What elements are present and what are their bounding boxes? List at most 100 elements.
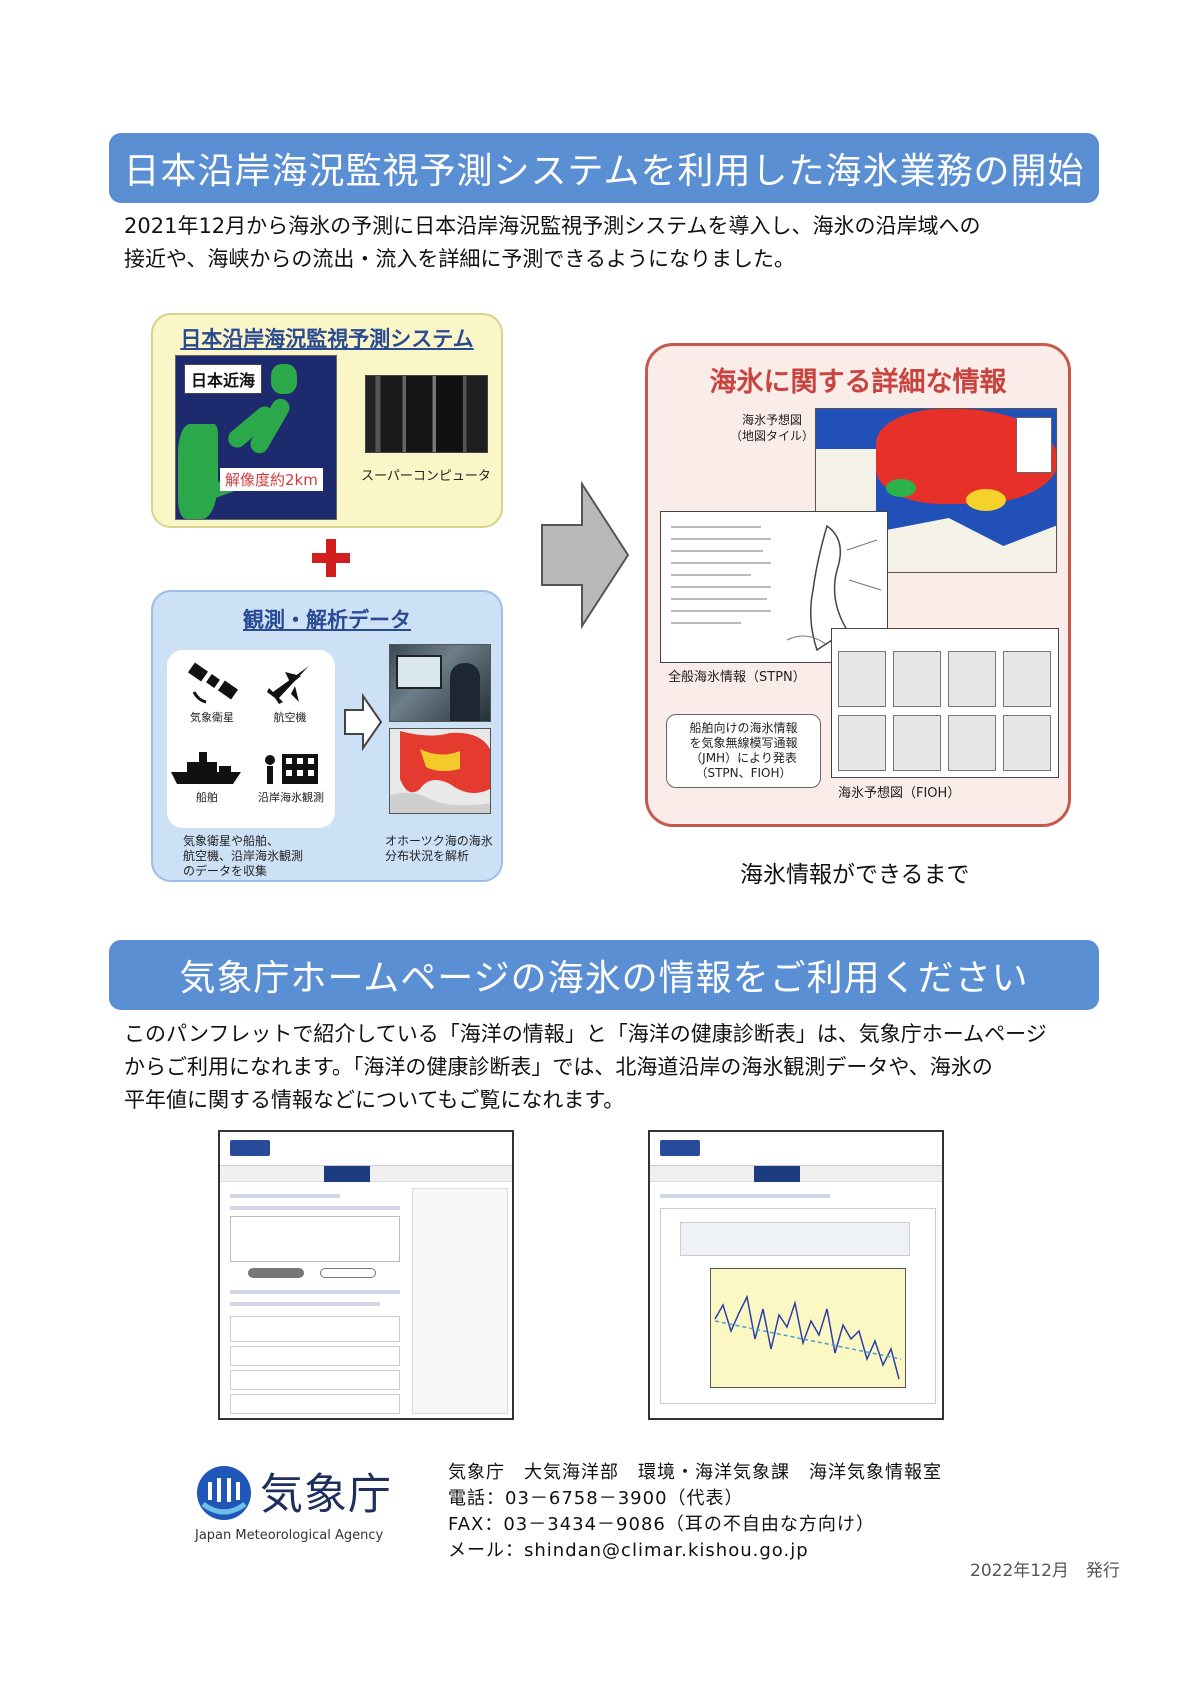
ship-label: 船舶 (196, 791, 218, 804)
fioh-map-cell (948, 651, 996, 707)
coastal-label: 沿岸海氷観測 (258, 791, 324, 804)
obs-sources-card: 気象衛星 航空機 船舶 (167, 650, 335, 828)
observation-data-panel: 観測・解析データ 気象衛星 航空機 (151, 590, 503, 882)
obs-panel-title: 観測・解析データ (243, 608, 411, 632)
ice-distribution-graphic (390, 729, 490, 813)
land-shape (876, 518, 1056, 572)
doc-line (671, 562, 771, 564)
analyst-photo (389, 644, 491, 722)
doc-line (671, 550, 763, 552)
doc-line (671, 622, 741, 624)
website-screenshot-sea-ice-page (218, 1130, 514, 1420)
japan-sea-map: 日本近海 解像度約2km (175, 355, 337, 520)
jma-logo-icon (197, 1466, 251, 1520)
jmh-box-line: 船舶向けの海氷情報 (689, 721, 798, 735)
jmh-box-line: （JMH）により発表 (690, 751, 797, 765)
doc-line (671, 574, 751, 576)
intro-paragraph: 2021年12月から海氷の予測に日本沿岸海況監視予測システムを導入し、海氷の沿岸… (124, 210, 1084, 276)
fioh-map-cell (893, 651, 941, 707)
shot-list-row (230, 1346, 400, 1366)
obs-caption-right-line: オホーツク海の海氷 (385, 834, 493, 848)
aircraft-label: 航空機 (273, 711, 307, 724)
obs-caption-left-line: 気象衛星や船舶、 (183, 834, 280, 848)
screenshot-header (220, 1132, 512, 1166)
max-ice-extent-chart-thumbnail (710, 1268, 906, 1388)
prediction-system-panel: 日本沿岸海況監視予測システム 日本近海 解像度約2km スーパーコンピュータ (151, 313, 503, 528)
fioh-document-thumbnail (831, 628, 1059, 778)
shot-line (230, 1302, 380, 1306)
website-line-2: からご利用になれます。「海洋の健康診断表」では、北海道沿岸の海氷観測データや、海… (124, 1055, 993, 1079)
detailed-sea-ice-info-panel: 海氷に関する詳細な情報 海氷予想図 （地図タイル） 全般海氷情報（STPN） (645, 343, 1071, 827)
fioh-caption: 海氷予想図（FIOH） (838, 786, 961, 801)
satellite-label: 気象衛星 (190, 711, 234, 724)
sea-map-label: 日本近海 (184, 364, 263, 394)
screenshot-nav (650, 1166, 942, 1182)
map-tile-caption-line: 海氷予想図 (742, 413, 803, 427)
doc-line (671, 610, 771, 612)
obs-item-satellite: 気象衛星 (177, 662, 247, 725)
issue-date: 2022年12月 発行 (970, 1561, 1120, 1581)
intro-line-1: 2021年12月から海氷の予測に日本沿岸海況監視予測システムを導入し、海氷の沿岸… (124, 214, 981, 238)
big-arrow-right-icon (541, 480, 630, 630)
website-screenshot-health-check (648, 1130, 944, 1420)
screenshot-nav (220, 1166, 512, 1182)
contact-fax: FAX：03－3434－9086（耳の不自由な方向け） (448, 1514, 875, 1535)
shot-sidebar (412, 1188, 508, 1414)
website-line-1: このパンフレットで紹介している「海洋の情報」と「海洋の健康診断表」は、気象庁ホー… (124, 1022, 1047, 1046)
shot-button (320, 1268, 376, 1278)
system-panel-title: 日本沿岸海況監視予測システム (180, 327, 474, 351)
plus-icon (308, 535, 354, 581)
ice-area-green (886, 479, 916, 497)
fioh-map-cell (1003, 651, 1051, 707)
intro-line-2: 接近や、海峡からの流出・流入を詳細に予測できるようになりました。 (124, 247, 795, 271)
obs-caption-right-line: 分布状況を解析 (385, 849, 470, 863)
shot-button (248, 1268, 304, 1278)
doc-line (671, 598, 767, 600)
screenshot-header (650, 1132, 942, 1166)
section-banner-sea-ice-service: 日本沿岸海況監視予測システムを利用した海氷業務の開始 (109, 133, 1099, 203)
land-shape (271, 364, 297, 394)
jma-logo-subtitle: Japan Meteorological Agency (195, 1528, 384, 1543)
shot-line (660, 1194, 830, 1198)
fioh-map-cell (1003, 715, 1051, 771)
supercomputer-label: スーパーコンピュータ (361, 469, 491, 484)
info-panel-title: 海氷に関する詳細な情報 (709, 367, 1007, 398)
jmh-info-box: 船舶向けの海氷情報 を気象無線模写通報 （JMH）により発表 （STPN、FIO… (666, 714, 821, 788)
jma-logo-mini (660, 1140, 700, 1156)
doc-line (671, 586, 771, 588)
section-banner-website: 気象庁ホームページの海氷の情報をご利用ください (109, 940, 1099, 1010)
shot-line (230, 1290, 400, 1294)
shot-content-box (660, 1208, 936, 1404)
ship-icon (171, 752, 241, 784)
jmh-box-line: （STPN、FIOH） (695, 766, 792, 780)
shot-intro-box (230, 1216, 400, 1262)
doc-line (671, 526, 761, 528)
nav-active-tab (754, 1166, 800, 1182)
website-line-3: 平年値に関する情報などについてもご覧になれます。 (124, 1088, 625, 1112)
jma-logo-mini (230, 1140, 270, 1156)
supercomputer-photo (365, 375, 488, 453)
shot-list-row (230, 1394, 400, 1414)
obs-caption-left: 気象衛星や船舶、 航空機、沿岸海氷観測 のデータを収集 (183, 834, 303, 879)
shot-list-row (230, 1316, 400, 1342)
contact-org: 気象庁 大気海洋部 環境・海洋気象課 海洋気象情報室 (448, 1462, 942, 1483)
ice-area-yellow (966, 489, 1006, 511)
coastal-observation-icon (265, 754, 318, 784)
satellite-icon (188, 662, 238, 704)
chart-line-graphic (714, 1294, 902, 1380)
shot-summary-box (680, 1222, 910, 1256)
process-caption: 海氷情報ができるまで (740, 862, 970, 888)
jma-logo-text: 気象庁 (260, 1470, 392, 1520)
website-paragraph: このパンフレットで紹介している「海洋の情報」と「海洋の健康診断表」は、気象庁ホー… (124, 1018, 1084, 1117)
contact-mail[interactable]: メール：shindan@climar.kishou.go.jp (448, 1540, 809, 1561)
fioh-map-cell (838, 715, 886, 771)
land-shape (178, 424, 218, 519)
nav-active-tab (324, 1166, 370, 1182)
obs-caption-left-line: 航空機、沿岸海氷観測 (183, 849, 304, 863)
obs-item-ship: 船舶 (167, 746, 247, 805)
aircraft-icon (267, 666, 309, 704)
doc-line (671, 538, 771, 540)
map-tile-caption-line: （地図タイル） (730, 429, 815, 443)
obs-item-coastal: 沿岸海氷観測 (251, 746, 331, 805)
shot-list-row (230, 1370, 400, 1390)
